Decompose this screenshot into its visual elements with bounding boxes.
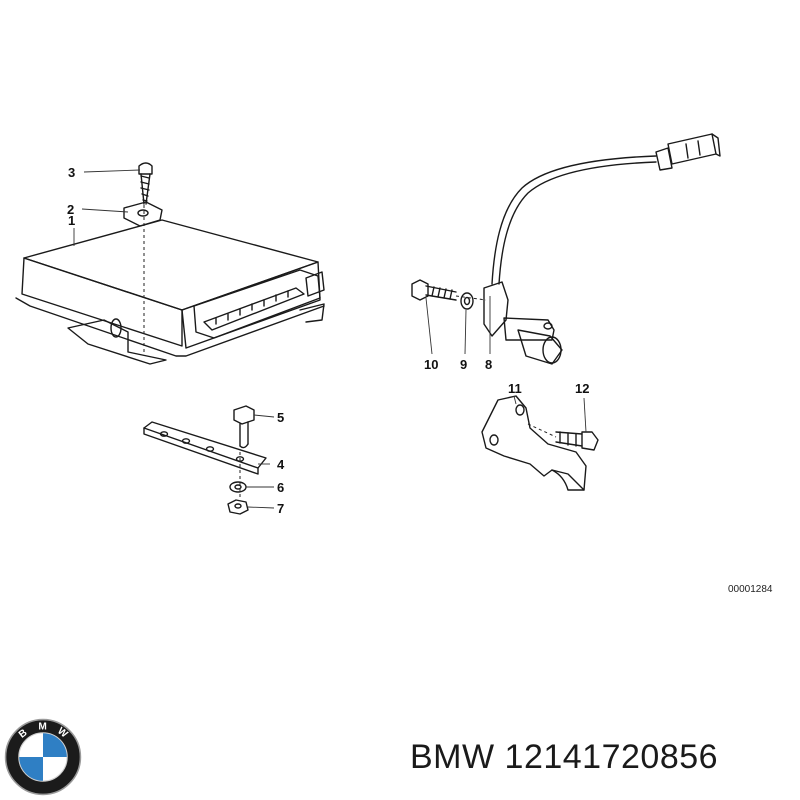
flat-mounting-bracket (143, 421, 267, 475)
callout-12: 12 (575, 381, 589, 396)
callout-5: 5 (277, 410, 284, 425)
bracket-clip (123, 201, 163, 227)
sensor-washer (460, 292, 474, 310)
callout-2: 2 (67, 202, 74, 217)
callout-6: 6 (277, 480, 284, 495)
svg-text:M: M (38, 722, 46, 733)
holder-bolt (555, 431, 599, 451)
bmw-logo: B M W (4, 718, 82, 796)
callout-9: 9 (460, 357, 467, 372)
leader-lines (73, 169, 587, 509)
sensor-bolt (411, 279, 457, 301)
callout-10: 10 (424, 357, 438, 372)
part-number-caption: BMW 12141720856 (410, 738, 718, 777)
hex-nut (227, 499, 249, 515)
sensor-bolt-axis (455, 295, 487, 301)
sensor-holder-bracket (481, 395, 587, 491)
hex-bolt (233, 405, 255, 449)
part-number: 12141720856 (504, 738, 719, 776)
pulse-sensor-body (483, 281, 563, 365)
callout-8: 8 (485, 357, 492, 372)
callout-7: 7 (277, 501, 284, 516)
callout-1: 1 (68, 213, 75, 228)
brand-name: BMW (410, 738, 495, 776)
connector-pins (215, 290, 289, 325)
holder-bolt-axis (527, 423, 557, 438)
pulse-sensor-cable (491, 133, 721, 285)
callout-4: 4 (277, 457, 285, 472)
callout-11: 11 (508, 381, 522, 396)
washer (229, 481, 247, 493)
control-unit-housing (15, 219, 325, 365)
diagram-reference-code: 00001284 (728, 584, 773, 595)
callout-3: 3 (68, 165, 75, 180)
tapping-screw (138, 162, 153, 205)
